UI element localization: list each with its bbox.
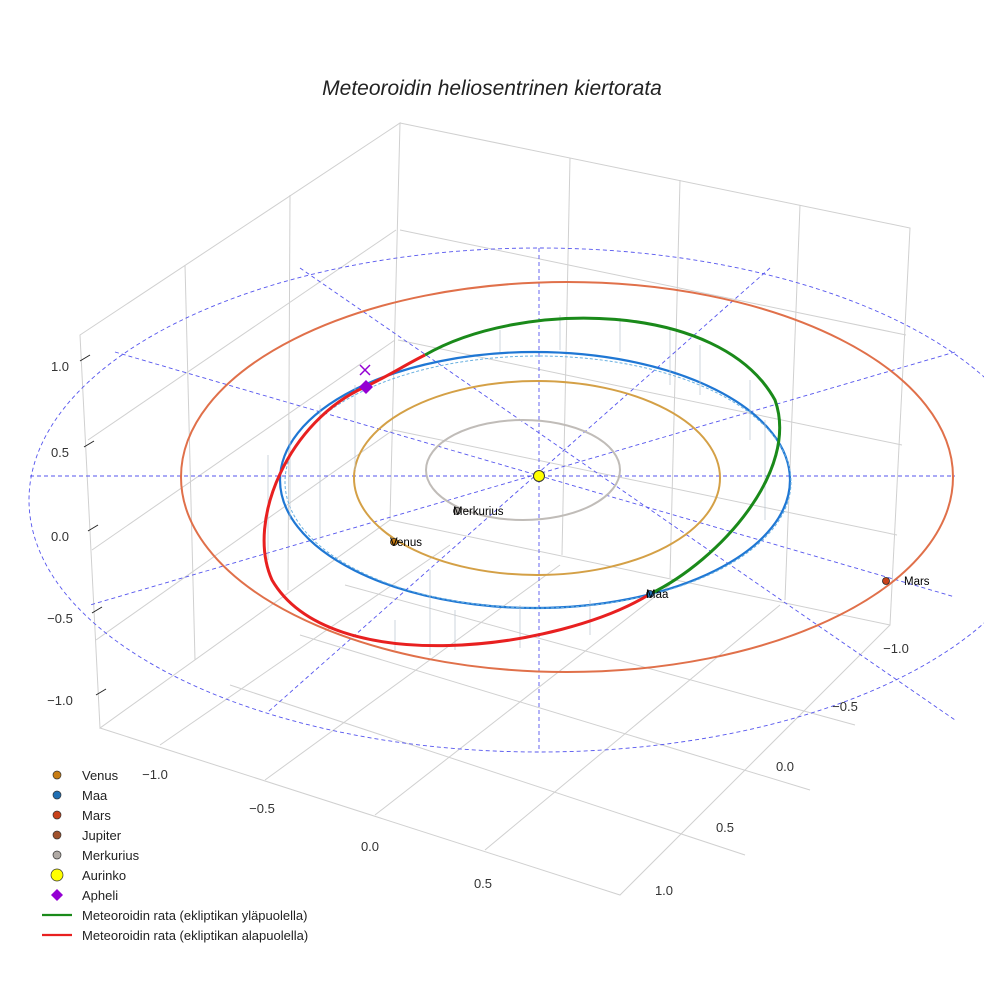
x-tick-label: 0.0	[361, 839, 379, 854]
z-tick-mark	[95, 688, 107, 696]
legend-circle-icon	[52, 810, 62, 820]
z-tick-mark	[91, 606, 103, 614]
aphelion-projection-x-marker	[359, 364, 371, 376]
legend-diamond-icon	[51, 889, 63, 901]
legend-label: Meteoroidin rata (ekliptikan yläpuolella…	[82, 908, 307, 923]
orbit-venus	[353, 380, 721, 576]
legend-label: Venus	[82, 768, 119, 783]
z-tick-mark	[79, 354, 91, 362]
planet-label-mars: Mars	[904, 576, 930, 588]
planet-marker-maa	[646, 590, 654, 598]
x-tick-label: 0.5	[474, 876, 492, 891]
z-tick-mark	[87, 524, 99, 532]
legend-entry: Jupiter	[52, 828, 122, 843]
axes-grid	[79, 122, 911, 896]
meteoroid-orbit-above-ecliptic	[424, 316, 782, 596]
pane-left	[79, 122, 401, 729]
z-tick-label: 0.5	[51, 445, 69, 460]
legend: VenusMaaMarsJupiterMerkuriusAurinkoAphel…	[42, 768, 308, 943]
orbit-mars	[180, 281, 954, 673]
x-tick-label: −0.5	[249, 801, 275, 816]
x-tick-label: −1.0	[142, 767, 168, 782]
meteoroid-orbit-below-ecliptic	[262, 353, 651, 648]
legend-circle-icon	[50, 868, 64, 882]
planet-label-maa: Maa	[646, 589, 669, 601]
chart-title: Meteoroidin heliosentrinen kiertorata	[322, 77, 662, 100]
legend-circle-icon	[52, 830, 62, 840]
pane-back	[389, 122, 911, 626]
y-tick-label: −1.0	[883, 641, 909, 656]
legend-label: Mars	[82, 808, 111, 823]
y-tick-label: 1.0	[655, 883, 673, 898]
legend-label: Jupiter	[82, 828, 122, 843]
legend-label: Maa	[82, 788, 108, 803]
y-tick-label: −0.5	[832, 699, 858, 714]
legend-entry: Venus	[52, 768, 119, 783]
planet-label-merkurius: Merkurius	[453, 506, 504, 518]
pane-floor	[99, 624, 891, 896]
legend-entry: Meteoroidin rata (ekliptikan alapuolella…	[42, 928, 308, 943]
orbit-maa-secondary	[284, 355, 792, 609]
planet-marker-venus	[390, 538, 398, 546]
legend-label: Merkurius	[82, 848, 140, 863]
z-tick-label: −1.0	[47, 693, 73, 708]
legend-entry: Merkurius	[52, 848, 140, 863]
planet-marker-merkurius	[453, 507, 461, 515]
z-tick-label: 0.0	[51, 529, 69, 544]
z-tick-label: −0.5	[47, 611, 73, 626]
legend-entry: Apheli	[51, 888, 118, 903]
legend-label: Apheli	[82, 888, 118, 903]
legend-entry: Aurinko	[50, 868, 126, 883]
z-tick-label: 1.0	[51, 359, 69, 374]
legend-circle-icon	[52, 790, 62, 800]
y-tick-label: 0.0	[776, 759, 794, 774]
legend-entry: Mars	[52, 808, 111, 823]
orbit-merkurius	[425, 419, 621, 521]
legend-circle-icon	[52, 770, 62, 780]
legend-entry: Meteoroidin rata (ekliptikan yläpuolella…	[42, 908, 307, 923]
planet-marker-mars	[882, 577, 890, 585]
legend-entry: Maa	[52, 788, 108, 803]
y-tick-label: 0.5	[716, 820, 734, 835]
legend-label: Meteoroidin rata (ekliptikan alapuolella…	[82, 928, 308, 943]
legend-circle-icon	[52, 850, 62, 860]
aphelion-marker	[359, 380, 373, 394]
z-tick-mark	[83, 440, 95, 448]
planet-label-venus: Venus	[390, 537, 422, 549]
legend-label: Aurinko	[82, 868, 126, 883]
orbit-maa	[278, 350, 792, 610]
sun-marker	[533, 470, 545, 482]
